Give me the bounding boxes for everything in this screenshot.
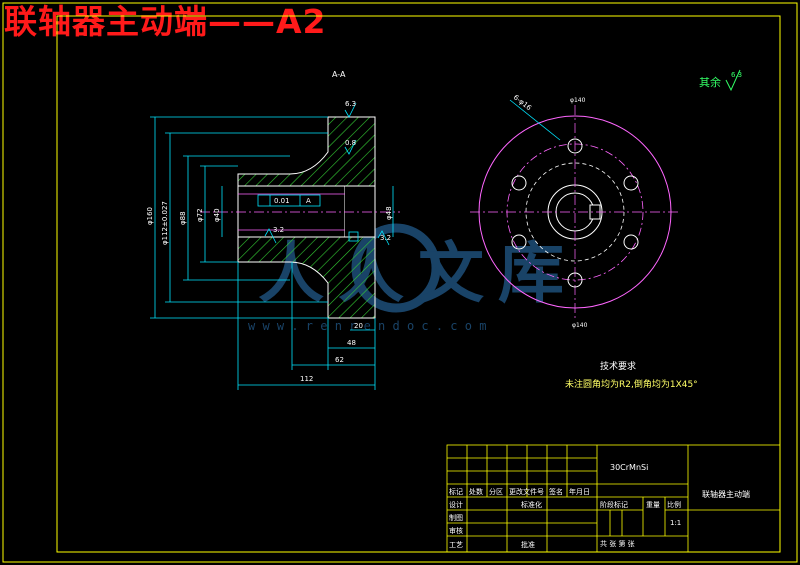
dia-bore: φ40 [213,208,221,222]
roughness-inner: 3.2 [273,226,284,234]
dia-outer: φ160 [146,207,154,225]
hdr-mark: 标记 [449,487,463,496]
technical-notes: 技术要求 未注圆角均为R2,倒角均为1X45° [565,360,698,390]
row-standardize: 标准化 [521,500,542,509]
dia-hub: φ88 [179,211,187,225]
bore [237,185,346,238]
material: 30CrMnSi [610,463,648,472]
notes-heading: 技术要求 [600,360,636,372]
dia-keyway: φ48 [385,206,393,220]
len-48: 48 [347,339,356,347]
stage-mark: 阶段标记 [600,500,628,509]
len-62: 62 [335,356,344,364]
dia-spigot: φ112±0.027 [161,201,169,245]
scale-value: 1:1 [670,519,681,527]
row-design: 设计 [449,500,463,509]
watermark: 人人文库 w w w . r e n r e n d o c . c o m [248,223,564,333]
roughness-other: 其余 6.3 [699,69,742,92]
section-label: A-A [332,70,346,79]
weight-label: 重量 [646,501,660,509]
roughness-top: 6.3 [345,100,356,108]
sheets: 共 张 第 张 [600,539,635,548]
len-112: 112 [300,375,313,383]
hdr-count: 处数 [469,487,483,496]
drawing-title-banner: 联轴器主动端——A2 [4,2,327,41]
tolerance-datum: A [306,197,311,205]
notes-line1: 未注圆角均为R2,倒角均为1X45° [565,378,698,390]
hdr-date: 年月日 [569,487,590,496]
row-process: 工艺 [449,541,463,549]
part-name: 联轴器主动端 [702,489,750,499]
title-block: 30CrMnSi 联轴器主动端 标记 处数 分区 更改文件号 签名 年月日 设计… [446,444,781,553]
roughness-bore: 0.8 [345,139,356,147]
len-flange: 20 [354,322,363,330]
section-view: A-A [146,70,400,390]
hdr-zone: 分区 [489,487,503,496]
hdr-sign: 签名 [549,487,563,496]
roughness-other-label: 其余 [699,75,721,89]
scale-label: 比例 [667,500,681,509]
watermark-url: w w w . r e n r e n d o c . c o m [248,319,486,333]
pcd-label-bottom: φ140 [572,322,588,329]
row-draw: 制图 [449,513,463,522]
row-review: 审核 [449,526,463,535]
hdr-doc: 更改文件号 [509,487,544,496]
roughness-other-value: 6.3 [731,71,742,79]
tolerance-value: 0.01 [274,197,290,205]
dia-step: φ72 [196,208,204,222]
pcd-label-top: φ140 [570,97,586,104]
roughness-right: 3.2 [380,234,391,242]
row-approve: 批准 [521,540,535,549]
inner-frame [56,15,781,553]
